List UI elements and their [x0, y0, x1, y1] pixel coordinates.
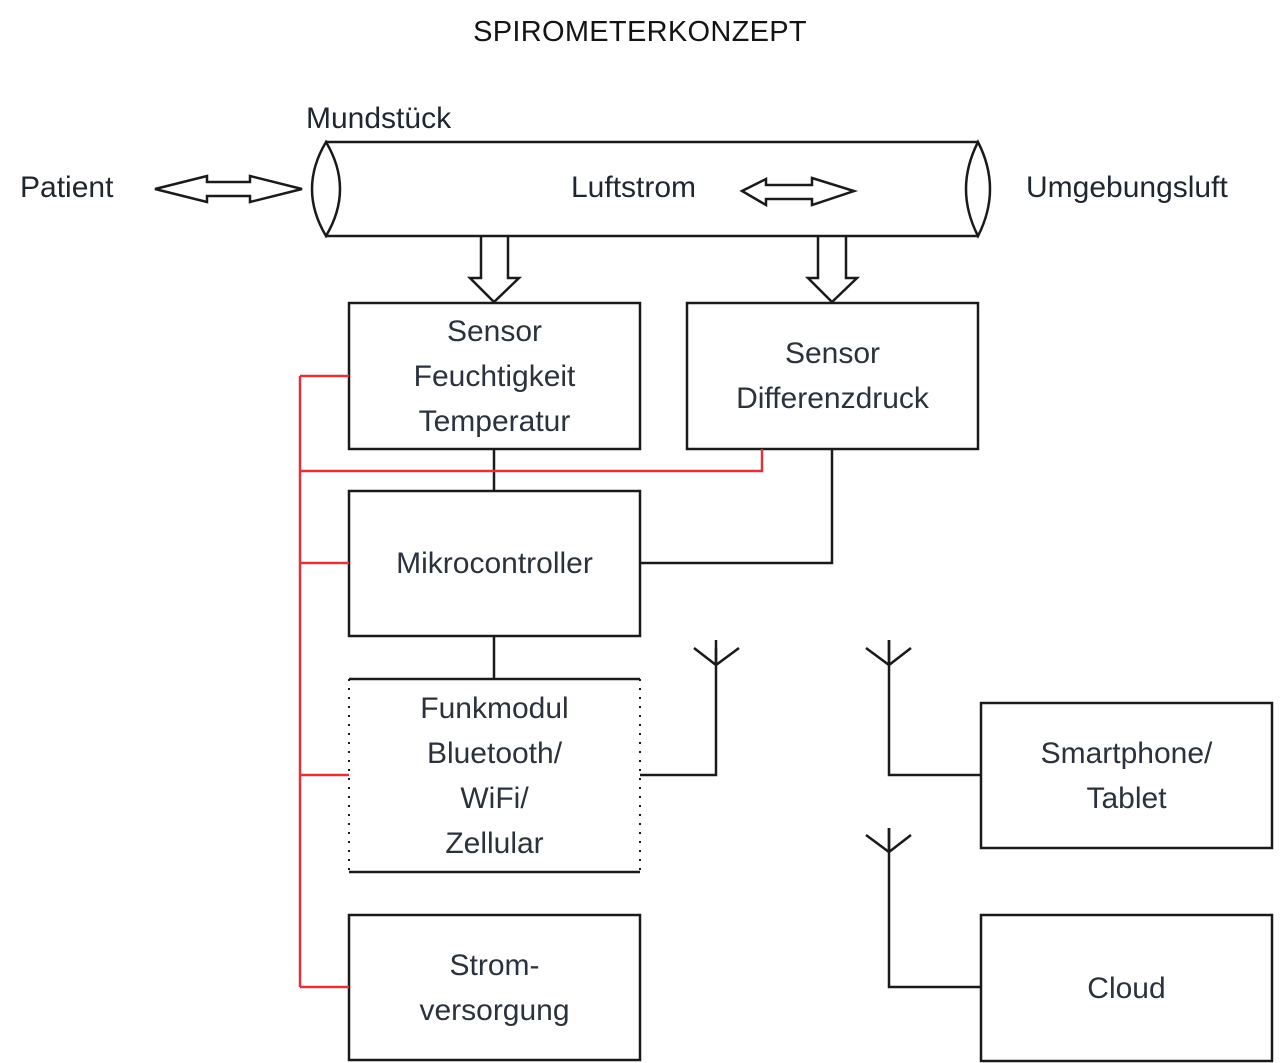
block-text-line: Mikrocontroller [396, 547, 593, 580]
label-mouthpiece: Mundstück [306, 102, 452, 135]
block-text-line: Tablet [1086, 781, 1167, 815]
down-arrow-pressure-icon [804, 236, 861, 304]
airflow-double-arrow-icon [739, 176, 859, 208]
block-text-line: Feuchtigkeit [413, 359, 576, 393]
antenna-smartphone-icon [865, 640, 912, 667]
airflow-tube [310, 139, 992, 239]
wire-radio-to-antenna [640, 648, 718, 777]
block-text-line: Cloud [1087, 971, 1166, 1005]
antenna-radio-icon [693, 640, 740, 667]
diagram-title: SPIROMETERKONZEPT [473, 16, 807, 48]
block-smartphone-text: Smartphone/ Tablet [981, 703, 1272, 848]
block-text-line: versorgung [419, 993, 570, 1027]
wire-pressure-to-mcu [640, 449, 834, 565]
block-text-line: Sensor [784, 337, 881, 370]
block-text-line: Bluetooth/ [426, 736, 563, 770]
label-airflow: Luftstrom [571, 171, 697, 204]
block-text-line: Temperatur [418, 404, 571, 438]
tube-left-end [310, 139, 342, 239]
block-sensor-humidity-text: Sensor Feuchtigkeit Temperatur [349, 303, 640, 449]
block-cloud-text: Cloud [981, 915, 1272, 1061]
block-microcontroller-text: Mikrocontroller [349, 491, 640, 636]
block-text-line: Zellular [445, 826, 544, 860]
power-distribution-lines [298, 374, 764, 989]
block-sensor-pressure-text: Sensor Differenzdruck [687, 303, 978, 449]
tube-right-end [964, 139, 992, 239]
label-ambient-air: Umgebungsluft [1026, 171, 1228, 204]
block-text-line: Differenzdruck [736, 382, 929, 415]
block-power-supply-text: Strom- versorgung [349, 915, 640, 1060]
block-text-line: WiFi/ [460, 781, 529, 815]
antenna-cloud-icon [865, 828, 912, 854]
wire-cloud-antenna [887, 828, 981, 989]
patient-double-arrow-icon [154, 174, 303, 204]
label-patient: Patient [20, 171, 114, 204]
down-arrow-humidity-icon [466, 236, 523, 304]
block-text-line: Strom- [449, 948, 540, 982]
block-text-line: Sensor [446, 314, 543, 348]
block-text-line: Smartphone/ [1040, 736, 1213, 770]
wire-smartphone-antenna [887, 640, 981, 777]
block-text-line: Funkmodul [420, 691, 569, 725]
block-radio-module-text: Funkmodul Bluetooth/ WiFi/ Zellular [349, 679, 640, 872]
